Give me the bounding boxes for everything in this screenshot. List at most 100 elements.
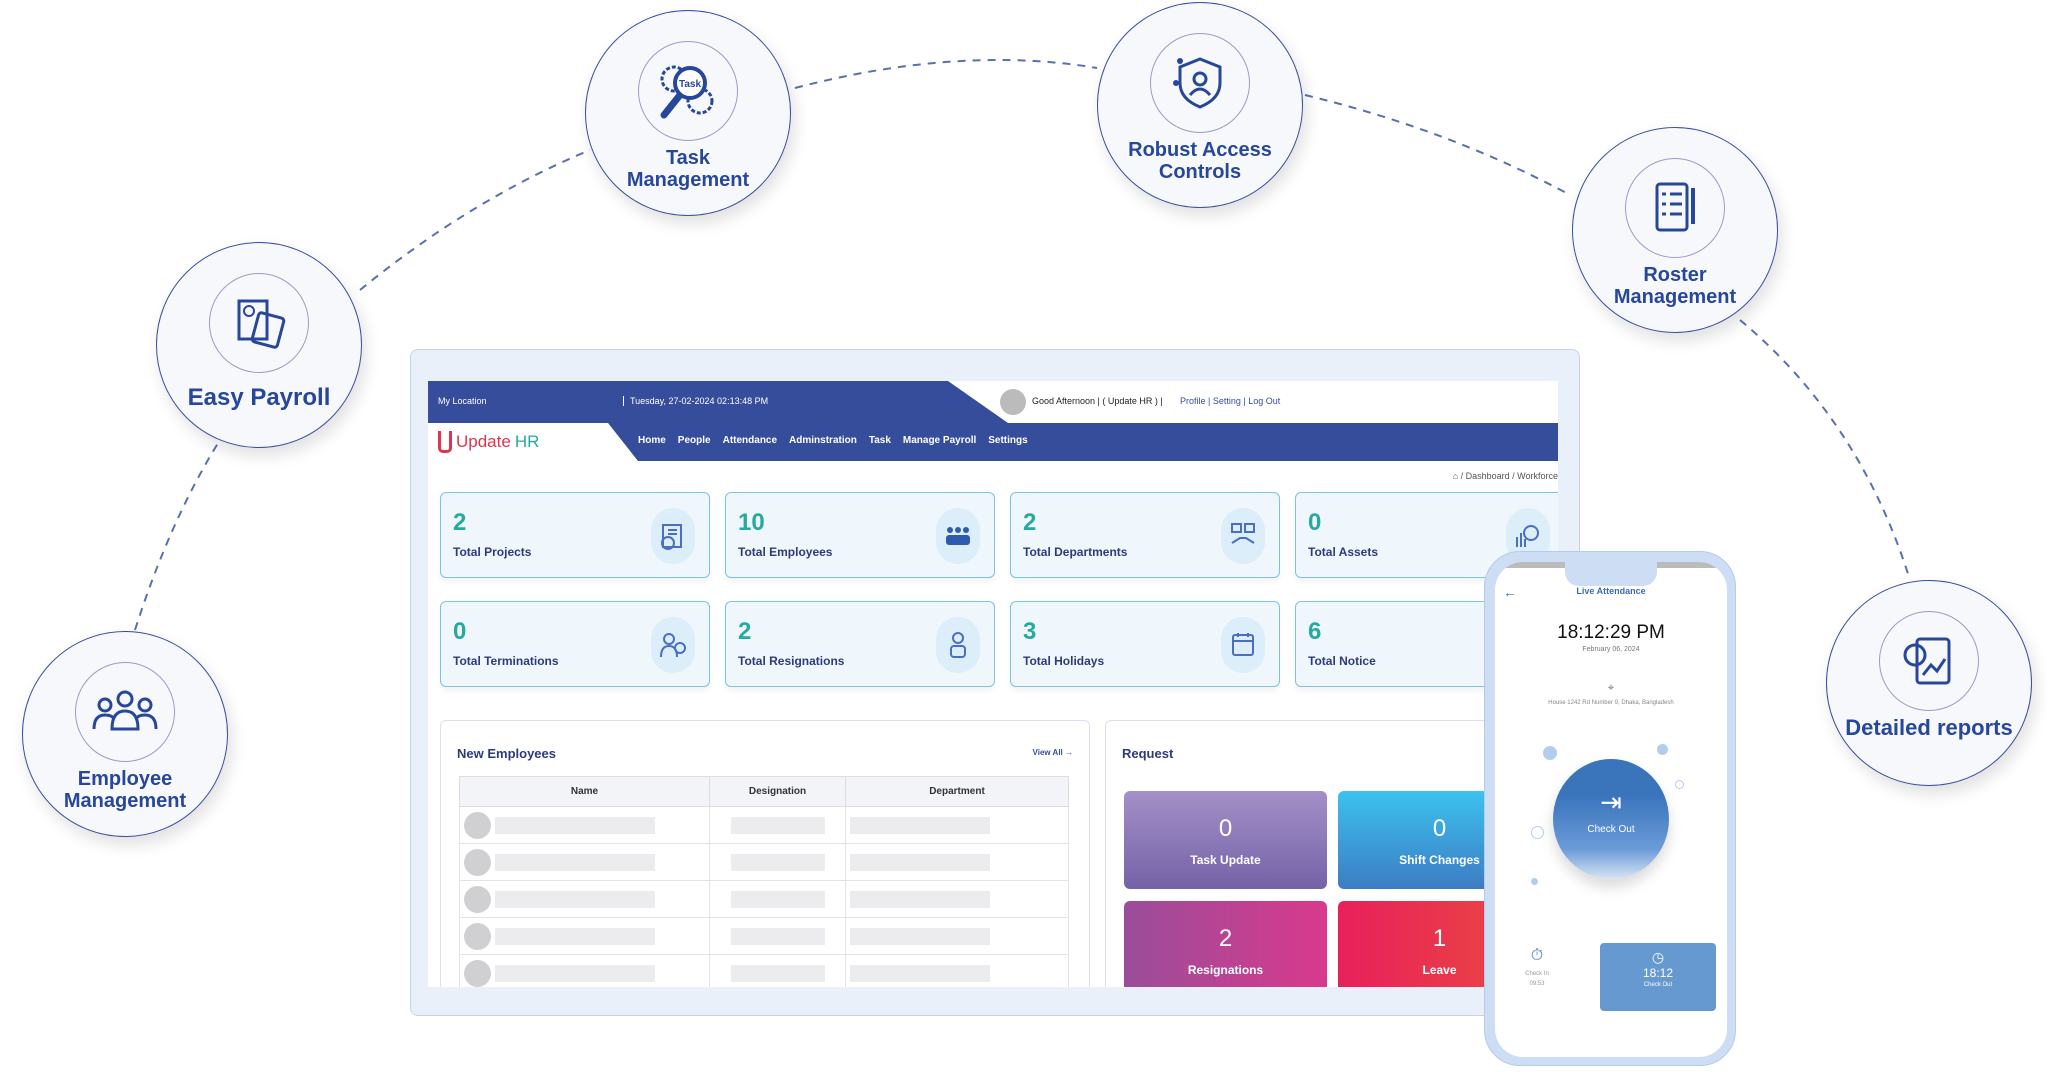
feature-label: Employee Management [63,768,187,812]
breadcrumb[interactable]: ⌂ / Dashboard / Workforce [1453,471,1558,481]
nav-task[interactable]: Task [868,435,891,446]
dashboard-screen: My Location Tuesday, 27-02-2024 02:13:48… [428,381,1558,987]
breadcrumb-path[interactable]: / Dashboard / Workforce [1460,471,1558,481]
table-row[interactable] [459,954,1069,987]
check-out-button[interactable]: ⇥ Check Out [1553,759,1669,879]
nav-people[interactable]: People [677,435,711,446]
avatar [464,959,491,987]
panel-title: Request [1122,746,1174,761]
feature-label: Detailed reports [1845,715,2013,740]
user-avatar[interactable] [1000,389,1026,415]
table-row[interactable] [459,843,1069,881]
designation-cell [709,917,846,955]
check-in-time: 09:53 [1529,981,1545,987]
stat-value: 3 [1023,618,1037,645]
request-label: Shift Changes [1399,853,1480,867]
nav-settings[interactable]: Settings [988,435,1028,446]
stat-label: Total Notice [1308,654,1376,668]
stat-value: 0 [453,618,467,645]
feature-roster-management: Roster Management [1572,127,1778,333]
stat-value: 6 [1308,618,1322,645]
feature-task-management: Task Task Management [585,10,791,216]
skeleton-placeholder [730,816,825,834]
profile-links[interactable]: Profile | Setting | Log Out [1180,396,1281,406]
top-bar-background [428,381,1008,423]
task-icon: Task [638,41,738,141]
skeleton-placeholder [730,890,825,908]
view-all-link[interactable]: View All → [1032,748,1073,757]
check-out-time: 18:12 [1642,966,1674,980]
skeleton-placeholder [730,853,825,871]
location-pin-icon: ⌖ [1607,682,1615,694]
panel-title: New Employees [457,746,556,761]
table-row[interactable] [459,880,1069,918]
name-cell [459,880,710,918]
skeleton-placeholder [850,890,990,908]
stat-value: 10 [738,509,765,536]
skeleton-placeholder [495,927,655,945]
logo-mark [438,431,452,453]
stat-value: 0 [1308,509,1322,536]
clock-icon: ◷ [1651,949,1665,965]
check-out-summary-label: Check Out [1643,982,1673,988]
designation-cell [709,880,846,918]
nav-attendance[interactable]: Attendance [722,435,778,446]
name-cell [459,954,710,987]
feature-label: Easy Payroll [187,384,331,411]
stopwatch-icon: ⏱ [1530,947,1544,964]
department-cell [845,843,1069,881]
main-nav: Home People Attendance Adminstration Tas… [638,435,1028,446]
nav-manage-payroll[interactable]: Manage Payroll [902,435,977,446]
designation-cell [709,954,846,987]
departments-handshake-icon [1221,508,1265,564]
location-label[interactable]: My Location [438,396,487,406]
check-out-label: Check Out [1587,824,1635,835]
stat-label: Total Projects [453,545,532,559]
name-cell [459,917,710,955]
back-arrow-icon[interactable]: ← [1503,584,1517,600]
table-row[interactable] [459,806,1069,844]
column-header-designation: Designation [709,776,846,807]
avatar [464,922,491,950]
skeleton-placeholder [730,964,825,982]
roster-checklist-icon [1625,158,1725,258]
request-label: Leave [1422,963,1457,977]
address: House 1242 Rd Number 9, Dhaka, Banglades… [1548,700,1674,706]
live-time: 18:12:29 PM [1557,622,1665,643]
phone-notch [1565,562,1657,586]
name-cell [459,843,710,881]
stat-label: Total Employees [738,545,833,559]
feature-easy-payroll: Easy Payroll [156,242,362,448]
department-cell [845,806,1069,844]
feature-employee-management: Employee Management [22,631,228,837]
nav-home[interactable]: Home [638,435,666,446]
access-shield-icon [1150,33,1250,133]
request-count: 1 [1432,925,1447,952]
skeleton-placeholder [495,816,655,834]
avatar [464,848,491,876]
decor-dot [1543,746,1557,760]
terminations-icon [651,617,695,673]
decor-dot [1657,744,1668,755]
table-row[interactable] [459,917,1069,955]
home-icon[interactable]: ⌂ [1452,471,1461,481]
department-cell [845,917,1069,955]
skeleton-placeholder [495,853,655,871]
nav-administration[interactable]: Adminstration [789,435,857,446]
column-header-name: Name [459,776,710,807]
